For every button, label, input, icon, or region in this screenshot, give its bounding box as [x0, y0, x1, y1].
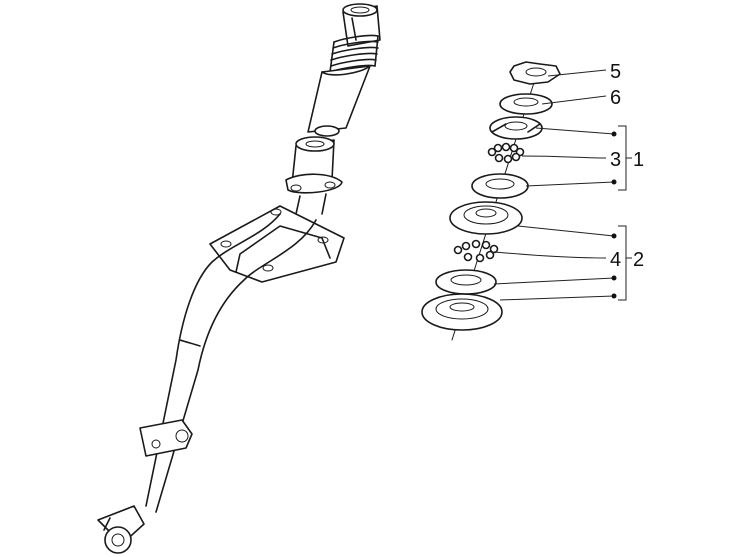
callout-4: 4: [610, 249, 621, 271]
headset-collar: [285, 136, 343, 215]
locknut-part: [509, 61, 561, 85]
threaded-stem: [307, 3, 381, 137]
bracket-group-2: [618, 225, 627, 301]
callout-3: 3: [610, 149, 621, 171]
callout-group-2: 2: [633, 249, 644, 271]
callout-5: 5: [610, 61, 621, 83]
mounting-plate: [209, 205, 345, 283]
bearing-stack-drawing: [421, 61, 561, 341]
lower-ball-cage: [453, 239, 499, 263]
bottom-race-part: [421, 293, 503, 331]
callout-group-1: 1: [633, 149, 644, 171]
washer-part: [499, 93, 553, 115]
main-tube: [97, 213, 317, 554]
steering-column-drawing: [97, 3, 381, 554]
upper-cup-part: [471, 173, 529, 199]
callout-6: 6: [610, 87, 621, 109]
upper-ball-cage: [487, 142, 525, 164]
lower-cone-part: [435, 269, 497, 295]
leader-lines: [493, 69, 627, 301]
upper-cone-part: [489, 116, 543, 140]
lower-cup-part: [449, 201, 523, 235]
